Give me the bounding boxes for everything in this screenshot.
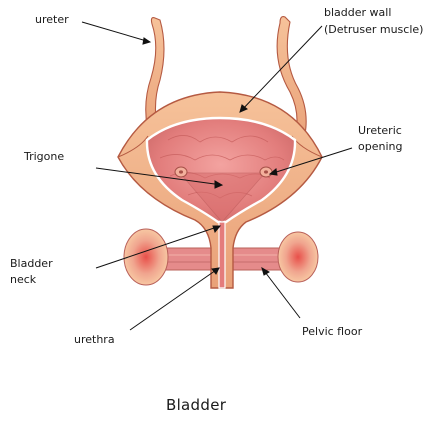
label-pelvic-floor: Pelvic floor [302, 325, 363, 338]
trigone [179, 172, 266, 223]
label-urethra: urethra [74, 333, 115, 346]
diagram-title: Bladder [166, 396, 227, 414]
leader-lines [81, 21, 353, 331]
label-trigone: Trigone [24, 150, 65, 163]
label-bladder-wall: bladder wall [324, 6, 392, 19]
pelvic-floor-muscle [123, 228, 319, 286]
label-bladder-neck-line2: neck [10, 273, 37, 286]
label-ureter: ureter [35, 13, 69, 26]
label-bladder-neck-line1: Bladder [10, 257, 53, 270]
right-ureteric-opening [259, 166, 273, 178]
label-opening: opening [358, 140, 403, 153]
urethra [218, 221, 226, 289]
label-detruser-muscle: (Detruser muscle) [324, 23, 424, 36]
bladder-lumen [145, 116, 297, 224]
left-ureteric-opening [174, 166, 188, 178]
label-ureteric: Ureteric [358, 124, 402, 137]
